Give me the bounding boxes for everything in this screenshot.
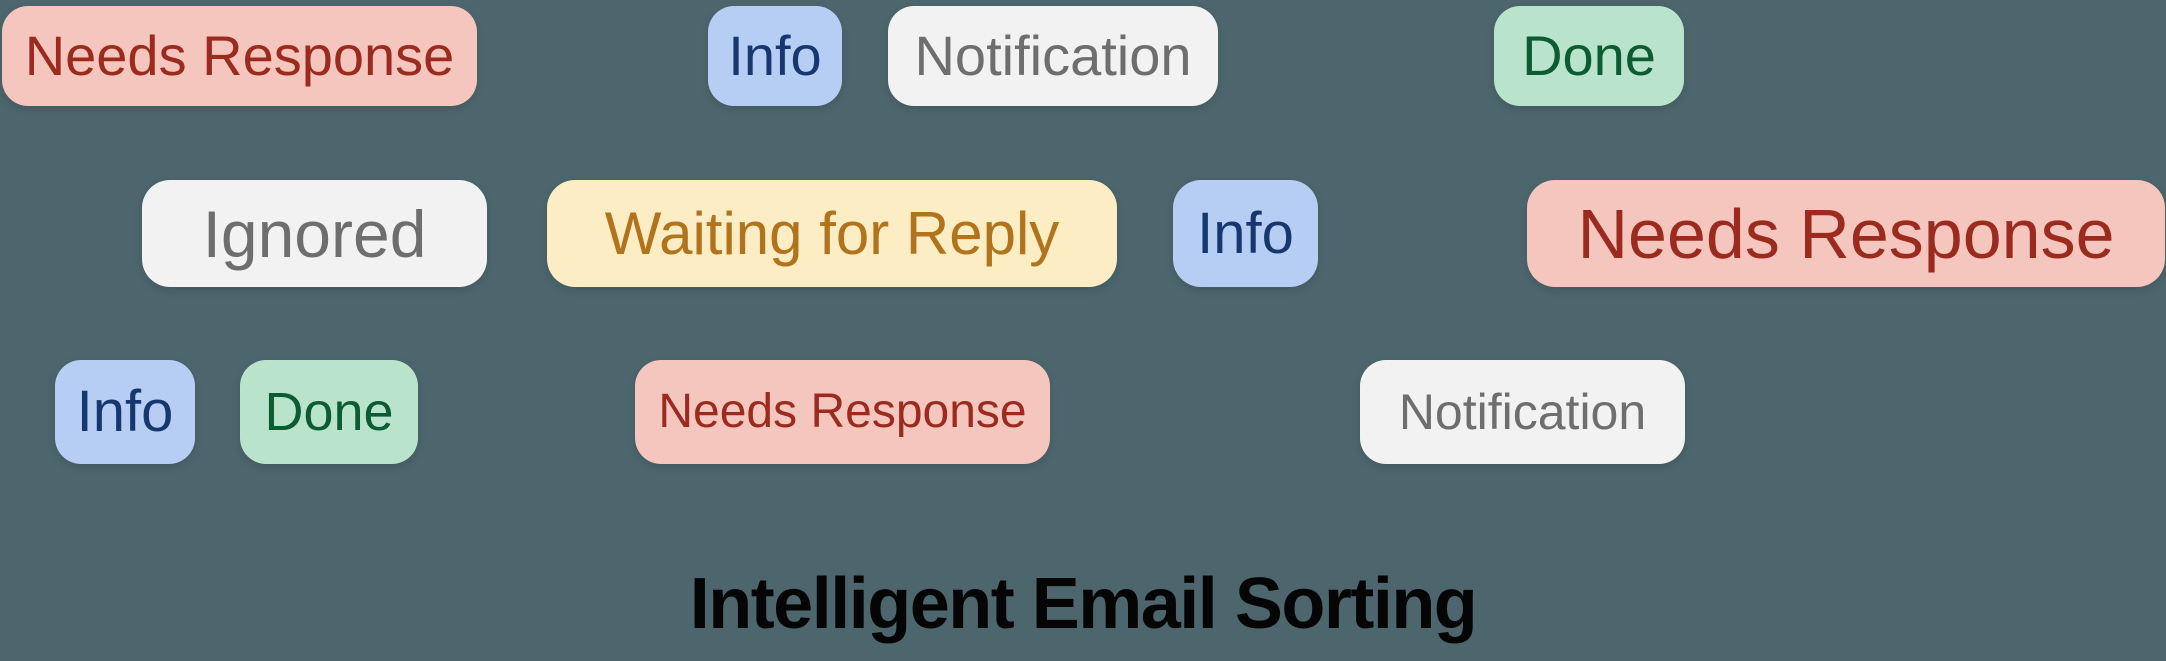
badge-info: Info — [1173, 180, 1318, 287]
badge-done: Done — [1494, 6, 1684, 106]
badge-notification: Notification — [1360, 360, 1685, 464]
badge-needs-response: Needs Response — [635, 360, 1050, 464]
badge-info: Info — [708, 6, 842, 106]
badge-ignored: Ignored — [142, 180, 487, 287]
badge-needs-response: Needs Response — [1527, 180, 2165, 287]
badge-needs-response: Needs Response — [2, 6, 477, 106]
badge-notification: Notification — [888, 6, 1218, 106]
badge-waiting-for-reply: Waiting for Reply — [547, 180, 1117, 287]
page-title: Intelligent Email Sorting — [689, 564, 1478, 644]
badge-done: Done — [240, 360, 418, 464]
badge-info: Info — [55, 360, 195, 464]
